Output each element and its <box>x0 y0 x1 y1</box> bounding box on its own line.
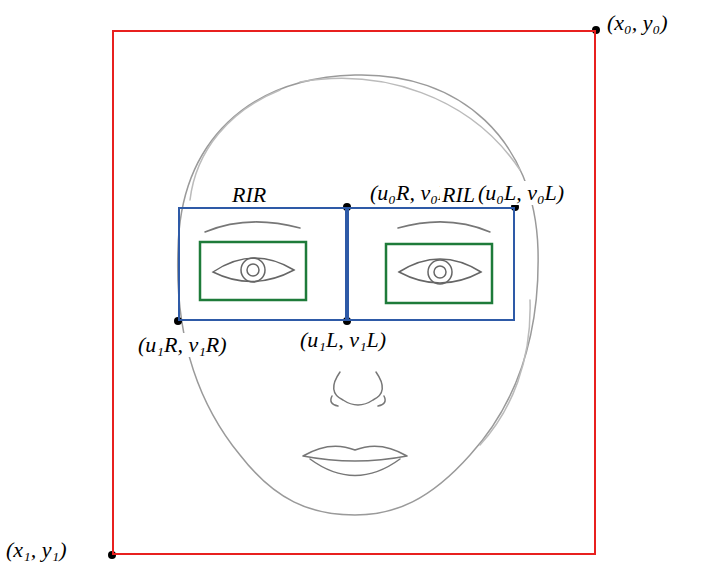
region-label: RIL <box>440 183 477 207</box>
iris-right <box>241 258 265 282</box>
iris-left <box>428 260 452 284</box>
eye-left <box>399 259 481 283</box>
eye-box-right <box>200 242 306 300</box>
eye-box-left <box>386 244 492 303</box>
face-bounding-box: RIR(u₀R, v₀R)(u₁R, v₁R)RIL(u₀L, v₀L)(u₁L… <box>112 30 596 555</box>
pupil-left <box>434 266 446 278</box>
eye-region-right: RIR(u₀R, v₀R)(u₁R, v₁R) <box>178 207 347 321</box>
brow-right <box>205 222 300 232</box>
head-outline <box>178 75 538 515</box>
lips <box>303 446 407 475</box>
eye-region-left: RIL(u₀L, v₀L)(u₁L, v₁L) <box>347 207 515 321</box>
nose <box>331 372 385 406</box>
corner-coordinate: (x₀, y₀) <box>605 11 669 35</box>
region-label: RIR <box>230 183 268 207</box>
brow-left <box>398 222 490 232</box>
pupil-right <box>247 264 259 276</box>
head-sketch-line <box>190 78 530 445</box>
eye-right <box>213 258 294 282</box>
corner-coordinate: (u₀L, v₀L) <box>476 181 566 205</box>
corner-coordinate: (u₁R, v₁R) <box>136 333 229 357</box>
corner-coordinate: (u₁L, v₁L) <box>298 328 388 352</box>
corner-coordinate: (x₁, y₁) <box>4 538 68 562</box>
